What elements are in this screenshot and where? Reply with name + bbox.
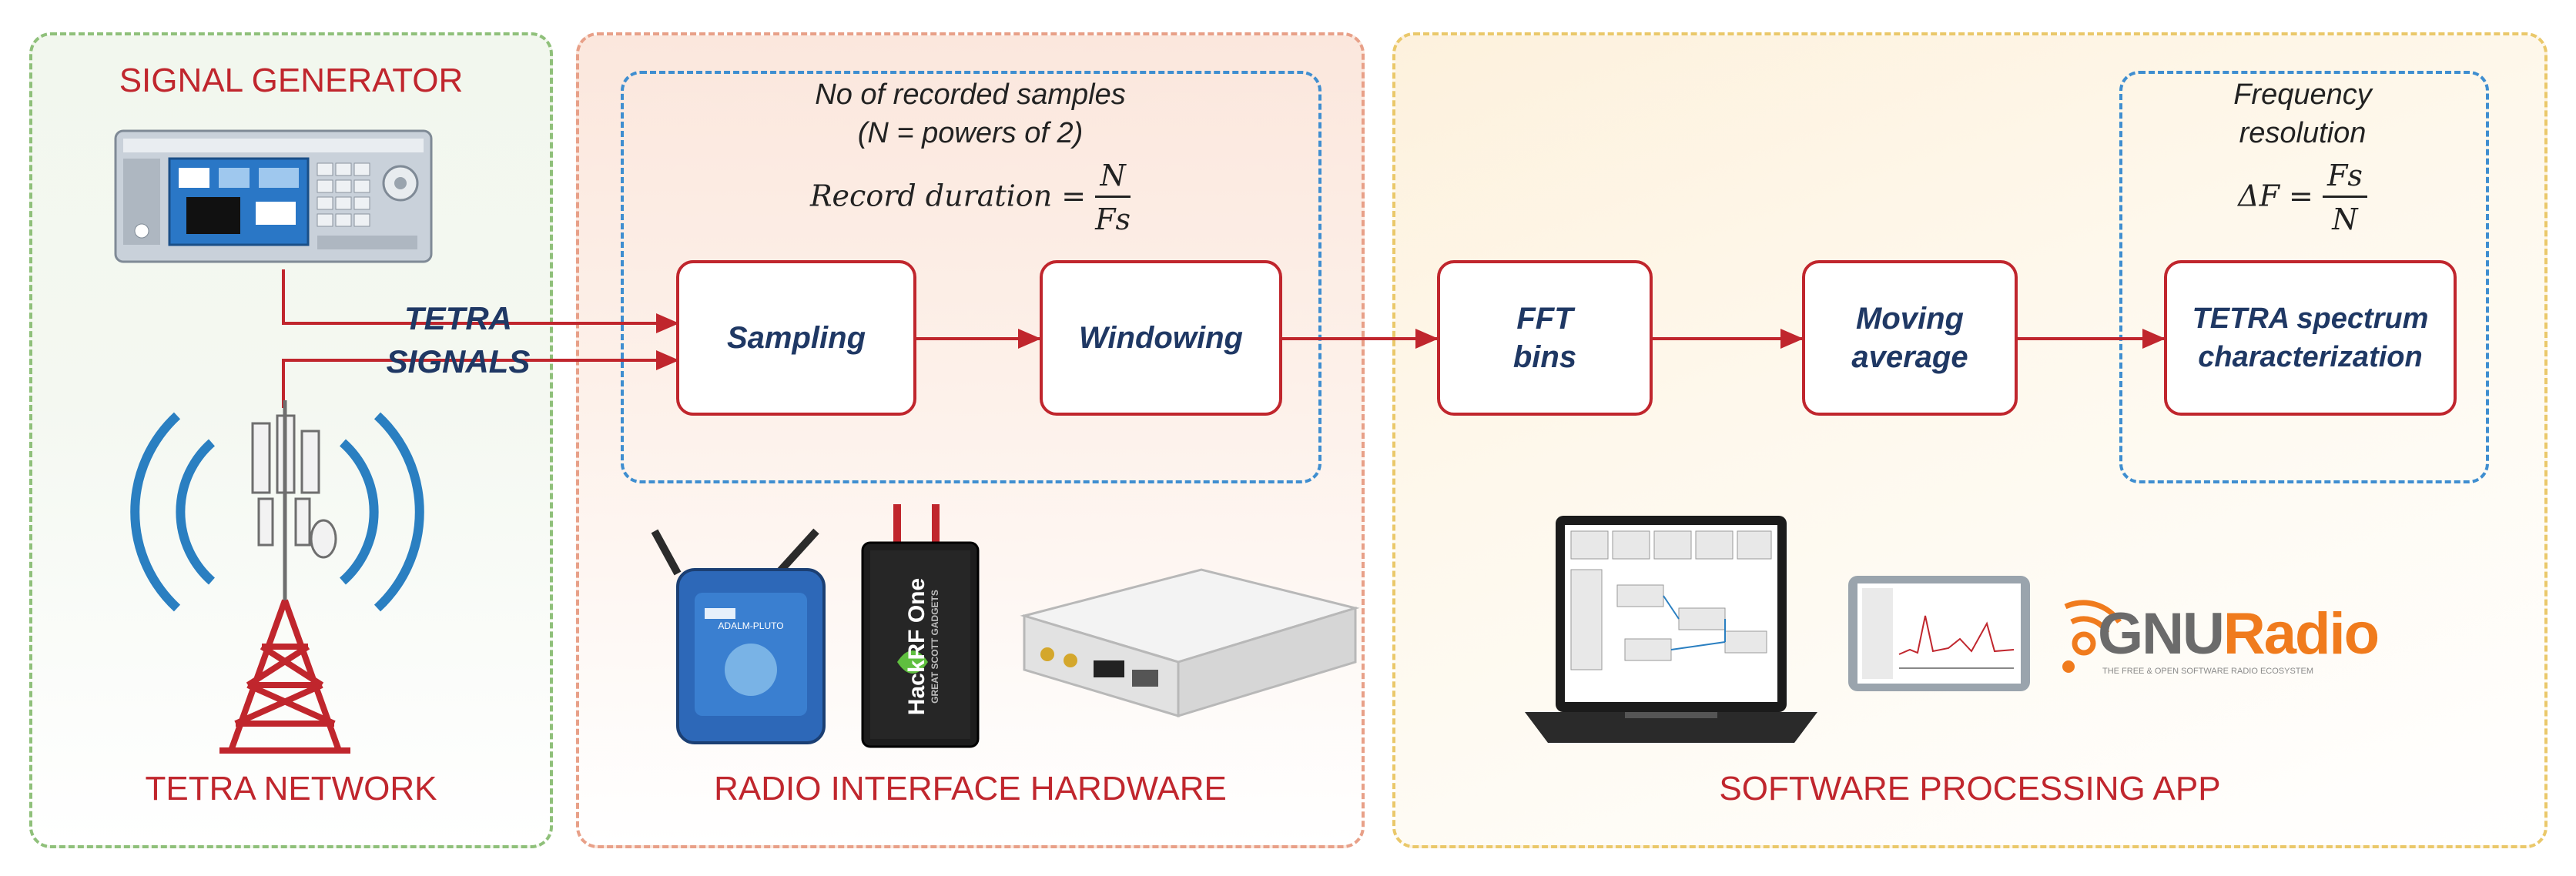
network-wire [282, 350, 679, 408]
delta-f-denominator: N [2332, 202, 2358, 236]
gnuradio-wordmark-radio: Radio [2223, 601, 2380, 667]
record-duration-formula: Record duration = N Fs [670, 155, 1271, 241]
frequency-resolution-note: Frequency resolution ΔF = Fs N [2125, 75, 2480, 241]
tetra-network-title: TETRA NETWORK [145, 770, 437, 807]
windowing-label: Windowing [1079, 321, 1243, 355]
sampling-label: Sampling [726, 321, 866, 355]
average-label: average [1851, 340, 1968, 374]
characterization-label: characterization [2198, 341, 2423, 373]
hackrf-label: HackRF One GREAT SCOTT GADGETS [904, 566, 940, 727]
gnuradio-tagline: THE FREE & OPEN SOFTWARE RADIO ECOSYSTEM [2102, 667, 2314, 676]
tetra-signals-label: TETRA SIGNALS [362, 297, 554, 383]
signal-generator-device [114, 129, 433, 263]
tablet-icon [1848, 576, 2030, 691]
windowing-block: Windowing [1040, 260, 1282, 416]
delta-f-formula: ΔF = Fs N [2125, 155, 2480, 241]
delta-f-lhs: ΔF = [2238, 179, 2323, 213]
bins-label: bins [1512, 340, 1577, 374]
record-duration-numerator: N [1095, 155, 1131, 198]
laptop-icon [1525, 516, 1817, 743]
moving-average-block: Moving average [1802, 260, 2018, 416]
gnuradio-wordmark: GNURadio [2098, 601, 2380, 667]
tetra-spectrum-label: TETRA spectrum [2192, 303, 2429, 335]
resolution-group [2119, 71, 2489, 483]
acquisition-group [621, 71, 1321, 483]
pluto-label: ADALM-PLUTO [718, 620, 784, 631]
delta-f-numerator: Fs [2322, 155, 2367, 198]
signal-generator-title: SIGNAL GENERATOR [119, 62, 464, 99]
hackrf-device [861, 504, 980, 748]
record-duration-denominator: Fs [1095, 202, 1131, 236]
sampling-block: Sampling [676, 260, 916, 416]
tetra-spectrum-block: TETRA spectrum characterization [2164, 260, 2457, 416]
frequency-text: Frequency [2233, 79, 2372, 111]
hackrf-line1: HackRF One [904, 577, 930, 716]
usrp-device [1020, 568, 1360, 718]
recorded-samples-text: No of recorded samples [815, 79, 1126, 111]
software-app-title: SOFTWARE PROCESSING APP [1719, 770, 2221, 807]
powers-of-two-text: (N = powers of 2) [857, 117, 1084, 149]
moving-label: Moving [1856, 302, 1964, 336]
pluto-sdr-device [651, 528, 826, 744]
resolution-text: resolution [2239, 117, 2367, 149]
fft-label: FFT [1516, 302, 1573, 336]
radio-hardware-title: RADIO INTERFACE HARDWARE [714, 770, 1227, 807]
tetra-signals-line1: TETRA [404, 300, 512, 336]
record-duration-note: No of recorded samples (N = powers of 2)… [670, 75, 1271, 241]
hackrf-line2: GREAT SCOTT GADGETS [930, 590, 940, 704]
tetra-tower-icon [130, 400, 424, 754]
tetra-signals-line2: SIGNALS [386, 343, 531, 379]
gnuradio-logo-icon [2062, 600, 2122, 673]
fft-bins-block: FFT bins [1437, 260, 1653, 416]
record-duration-lhs: Record duration = [809, 179, 1096, 213]
generator-wire [282, 269, 679, 333]
